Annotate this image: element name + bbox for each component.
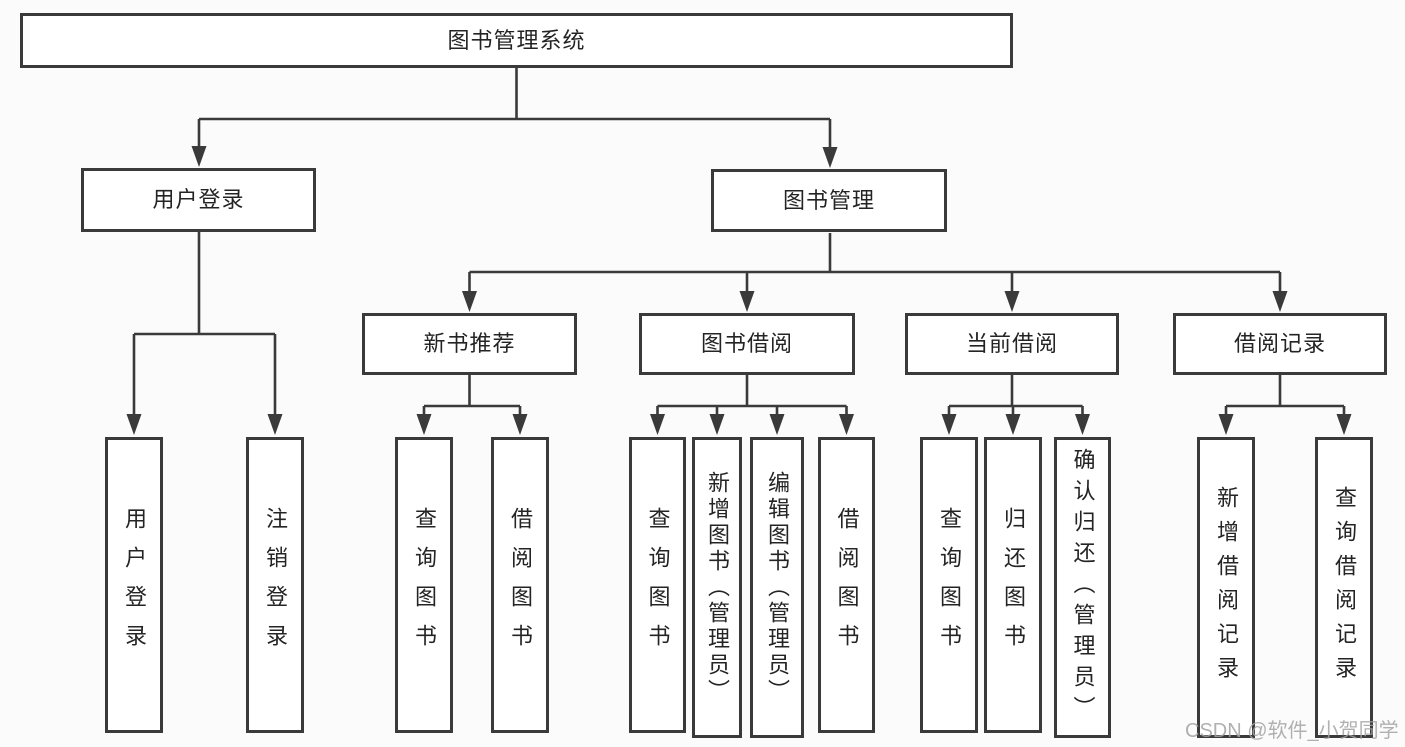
leaf-logout: 注销登录 xyxy=(246,437,304,733)
node-book-management: 图书管理 xyxy=(711,169,947,232)
leaf-confirm-return-admin: 确认归还（管理员） xyxy=(1054,437,1111,738)
node-borrow-record: 借阅记录 xyxy=(1173,313,1387,375)
node-book-borrow: 图书借阅 xyxy=(639,313,855,375)
leaf-user-login: 用户登录 xyxy=(105,437,163,733)
leaf-query-borrow-record: 查询借阅记录 xyxy=(1315,437,1373,738)
csdn-watermark: CSDN @软件_小贺同学 xyxy=(1185,720,1399,742)
leaf-query-book-current: 查询图书 xyxy=(920,437,978,733)
leaf-add-book-admin: 新增图书（管理员） xyxy=(692,437,742,738)
leaf-borrow-book-recommend: 借阅图书 xyxy=(491,437,549,733)
leaf-edit-book-admin: 编辑图书（管理员） xyxy=(750,437,804,738)
leaf-add-borrow-record: 新增借阅记录 xyxy=(1197,437,1255,738)
leaf-query-book-recommend: 查询图书 xyxy=(395,437,453,733)
node-new-book-recommend: 新书推荐 xyxy=(362,313,577,375)
node-current-borrow: 当前借阅 xyxy=(905,313,1119,375)
leaf-return-book: 归还图书 xyxy=(984,437,1042,733)
node-library-system: 图书管理系统 xyxy=(20,13,1013,68)
leaf-borrow-book: 借阅图书 xyxy=(818,437,875,733)
node-user-login: 用户登录 xyxy=(81,168,316,232)
leaf-query-book-borrow: 查询图书 xyxy=(629,437,686,733)
